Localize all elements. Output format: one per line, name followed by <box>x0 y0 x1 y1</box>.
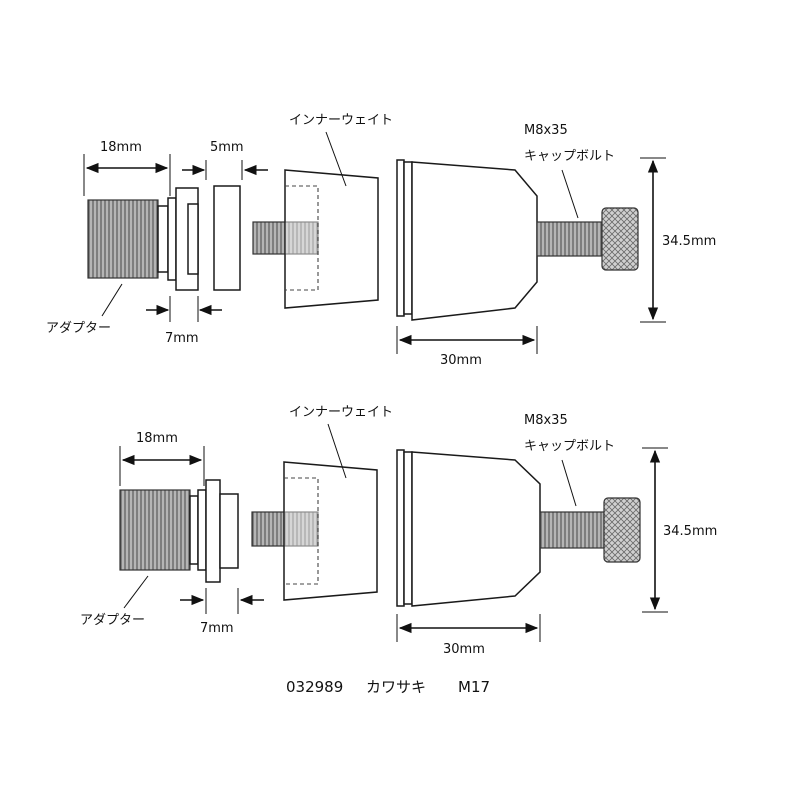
top-bolt-name-label: キャップボルト <box>524 149 615 164</box>
top-adapter-name-label: アダプター <box>46 321 111 336</box>
top-assembly: 18mm 5mm インナーウェイト M8x35 キャップボルト 34.5mm ア… <box>46 113 716 368</box>
top-adapter-step <box>187 203 199 275</box>
bottom-cap-bolt <box>539 497 641 563</box>
top-weight-leader <box>325 131 347 187</box>
top-adapter-leader <box>101 283 123 317</box>
top-weight-stud-hidden <box>284 221 319 255</box>
bottom-end-diameter-label: 34.5mm <box>663 524 717 539</box>
bottom-bar-end <box>396 449 541 607</box>
top-cap-bolt <box>536 207 639 271</box>
top-bolt-spec-label: M8x35 <box>524 123 568 138</box>
caption-maker: カワサキ <box>366 678 426 696</box>
top-bolt-leader <box>561 169 579 219</box>
top-adapter-neck <box>157 205 169 273</box>
top-spacer-width-label: 5mm <box>210 140 244 155</box>
bottom-adapter-thread <box>119 489 191 571</box>
bottom-bolt-head <box>603 497 641 563</box>
bottom-weight-leader <box>327 423 347 479</box>
top-weight-body <box>284 169 379 309</box>
bottom-end-flange <box>396 449 405 607</box>
top-adapter-collar-label: 7mm <box>165 331 199 346</box>
top-end-cone <box>411 161 538 321</box>
top-end-diameter-label: 34.5mm <box>662 234 716 249</box>
bottom-adapter-leader <box>123 575 149 609</box>
top-end-length-label: 30mm <box>440 353 482 368</box>
bottom-weight-stud-hidden <box>283 511 319 547</box>
bottom-adapter-neck <box>189 495 199 565</box>
bottom-adapter-collar-label: 7mm <box>200 621 234 636</box>
bottom-end-length-label: 30mm <box>443 642 485 657</box>
top-adapter-thread <box>87 199 159 279</box>
bottom-adapter-step <box>219 493 239 569</box>
top-inner-weight <box>252 169 379 309</box>
top-inner-weight-label: インナーウェイト <box>289 113 393 128</box>
bottom-adapter-name-label: アダプター <box>80 613 145 628</box>
bottom-weight-body <box>283 461 378 601</box>
bottom-assembly: 18mm インナーウェイト M8x35 キャップボルト 34.5mm アダプター… <box>80 405 717 657</box>
top-spacer <box>213 185 241 291</box>
top-adapter <box>87 187 199 291</box>
bottom-bolt-name-label: キャップボルト <box>524 439 615 454</box>
top-end-groove <box>403 161 413 315</box>
bottom-end-groove <box>403 451 413 605</box>
bottom-inner-weight-label: インナーウェイト <box>289 405 393 420</box>
bottom-bolt-spec-label: M8x35 <box>524 413 568 428</box>
bottom-bolt-shank <box>539 511 605 549</box>
bottom-end-cone <box>411 451 541 607</box>
top-adapter-length-label: 18mm <box>100 140 142 155</box>
bottom-adapter-flange <box>205 479 221 583</box>
bottom-adapter-collar <box>197 489 207 571</box>
bottom-adapter <box>119 479 239 583</box>
caption-model: M17 <box>458 678 490 696</box>
top-bar-end <box>396 159 538 321</box>
caption-part-number: 032989 <box>286 678 343 696</box>
top-bolt-shank <box>536 221 603 257</box>
bottom-adapter-length-label: 18mm <box>136 431 178 446</box>
top-bolt-head <box>601 207 639 271</box>
bottom-inner-weight <box>251 461 378 601</box>
caption: 032989 カワサキ M17 <box>286 678 490 696</box>
top-adapter-collar <box>167 197 177 281</box>
bottom-bolt-leader <box>561 459 577 507</box>
top-end-flange <box>396 159 405 317</box>
